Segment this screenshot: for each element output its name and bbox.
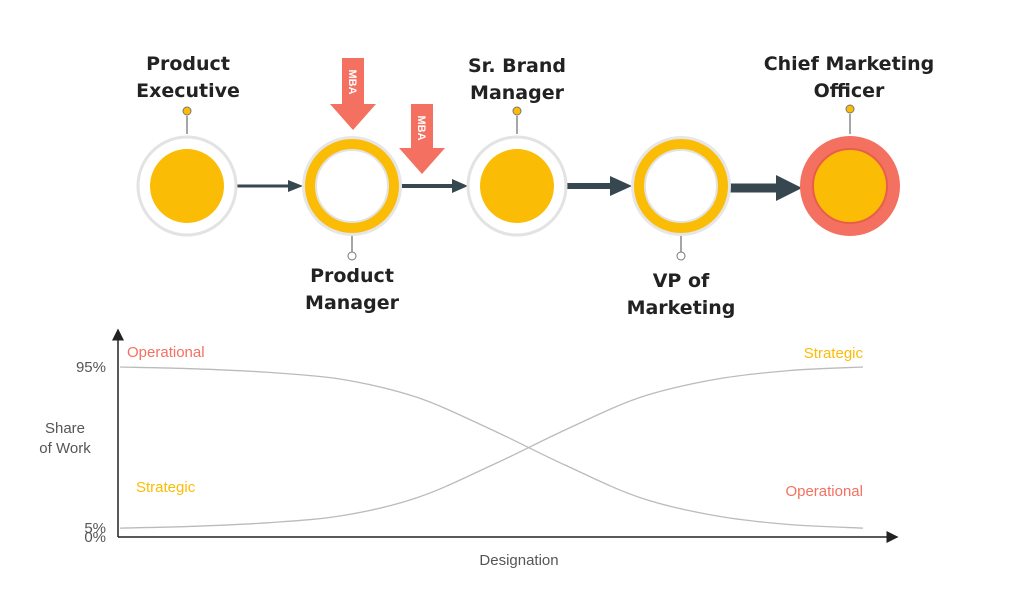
strategic-start-label: Strategic (136, 479, 196, 496)
stage-title-line1: Sr. Brand (468, 55, 566, 77)
connector-dot (347, 251, 357, 261)
y-axis-title-line1: Share (45, 420, 85, 437)
stage-core (812, 148, 888, 224)
stage-title-line1: Chief Marketing (764, 53, 935, 75)
connector-dot (182, 106, 192, 116)
stage-title-line2: Officer (814, 80, 885, 102)
stage-core (150, 149, 224, 223)
y-tick-label: 95% (76, 359, 106, 376)
connector-dot (676, 251, 686, 261)
mba-label: MBA (346, 69, 358, 94)
stage-core (480, 149, 554, 223)
connector-dot (512, 106, 522, 116)
stage-title-line2: Marketing (627, 297, 736, 319)
stage-product-manager: Product Manager (302, 136, 402, 314)
mba-arrow-marker: MBA (330, 58, 376, 130)
stage-title-line1: Product (146, 53, 230, 75)
stage-title-line2: Manager (305, 292, 400, 314)
mba-arrow-marker: MBA (399, 104, 445, 174)
stage-core (644, 149, 718, 223)
connector-dot (845, 104, 855, 114)
series-line-strategic (119, 366, 864, 529)
stage-title-line2: Manager (470, 82, 565, 104)
x-axis-title: Designation (479, 552, 558, 569)
stage-title-line1: Product (310, 265, 394, 287)
strategic-end-label: Strategic (804, 345, 864, 362)
connector-arrow (402, 179, 468, 193)
stage-sr-brand-manager: Sr. Brand Manager (466, 55, 568, 237)
stage-product-executive: Product Executive (136, 53, 240, 237)
stage-title-line2: Executive (136, 80, 240, 102)
y-tick-label: 0% (84, 529, 106, 546)
operational-start-label: Operational (127, 344, 205, 361)
connector-arrow (566, 176, 632, 196)
stage-vp-of-marketing: VP of Marketing (627, 136, 736, 319)
connector-arrow (730, 175, 802, 201)
connector-arrow (237, 180, 303, 192)
operational-end-label: Operational (785, 483, 863, 500)
share-of-work-chart: Share of Work Designation 95% 5% 0% Oper… (39, 328, 899, 569)
mba-label: MBA (415, 115, 427, 140)
y-tick-label: 5% (84, 520, 106, 537)
stage-core (315, 149, 389, 223)
career-path-diagram: Product Executive Product Manager Sr. Br… (136, 53, 934, 319)
y-axis-title-line2: of Work (39, 440, 91, 457)
series-line-operational (119, 366, 864, 529)
stage-title-line1: VP of (653, 270, 710, 292)
stage-chief-marketing-officer: Chief Marketing Officer (764, 53, 935, 236)
